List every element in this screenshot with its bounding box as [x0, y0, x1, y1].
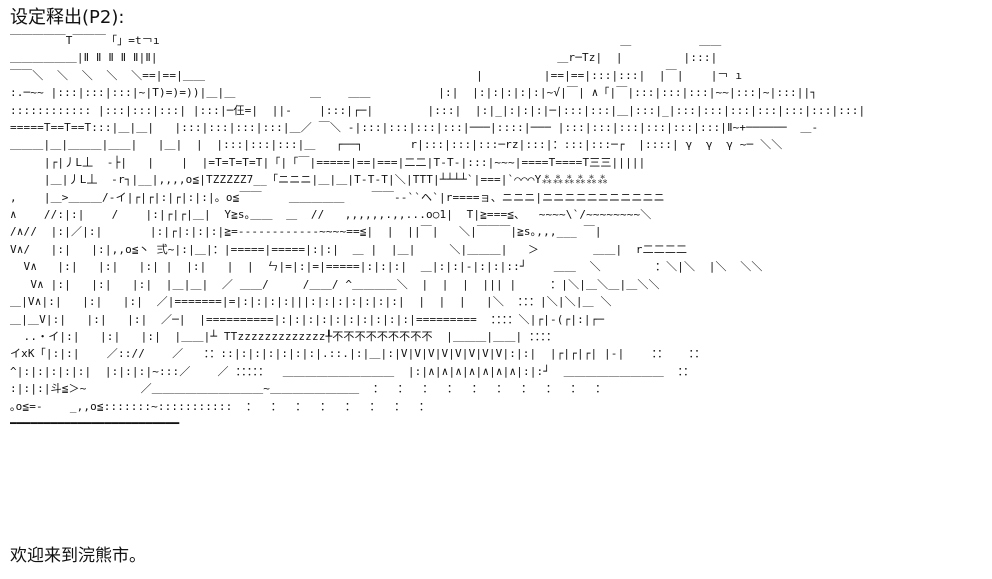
ascii-art-line: , |＿>＿＿＿/-イ|┌|┌|:|┌|:|:|。o≦￣￣ ＿＿＿＿＿ ￣￣‐-…: [10, 190, 665, 204]
ascii-art-line: /∧// |:|／|:| |:|┌|:|:|:|≧=------------~~…: [10, 225, 602, 239]
ascii-art-line: ..・イ|:| |:| |:| |＿＿|┴ TTzzzzzzzzzzzzz╀不不…: [10, 329, 558, 343]
ascii-art-line: =====T==T==T:::|＿|＿| |:::|:::|:::|:::|＿／…: [10, 121, 819, 135]
ascii-art-line: ＿＿＿＿＿＿|Ⅱ Ⅱ Ⅱ Ⅱ Ⅱ|Ⅱ| ＿r─Tz| | |:::|: [10, 51, 718, 65]
ascii-art-line: ￣￣￣￣￣T￣￣￣「」=t￢ı ＿ ＿＿: [10, 34, 722, 47]
ascii-art-line: イxK「|:|:| ／::// ／ ：：::|:|:|:|:|:|:|.::.|…: [10, 347, 706, 361]
caption-text: 欢迎来到浣熊市。: [10, 546, 146, 566]
ascii-art-line: ￣￣＼ ＼ ＼ ＼ ＼==|==|＿＿ | |==|==|:::|:::| |￣…: [10, 68, 743, 82]
ascii-art-line: V∧/ |:| |:|,,o≦丶 弍~|:|＿|：|=====|=====|:|…: [10, 242, 688, 256]
ascii-art-line: |┌|丿L丄 -├| | | |=T=T=T=T|「|「￣|=====|==|=…: [10, 155, 646, 169]
ascii-art-cityscape: ￣￣￣￣￣T￣￣￣「」=t￢ı ＿ ＿＿ ＿＿＿＿＿＿|Ⅱ Ⅱ Ⅱ Ⅱ Ⅱ|Ⅱ|…: [10, 32, 985, 432]
ascii-art-line: ＿|V∧|:| |:| |:| ／|=======|=|:|:|:|:|||:|…: [10, 295, 612, 309]
ascii-art-line: V∧ |:| |:| |:| | |:| | | ㄣ|=|:|=|=====|:…: [10, 260, 763, 274]
ascii-art-line: ＿|＿V|:| |:| |:| ／─| |==========|:|:|:|:|…: [10, 312, 605, 326]
ascii-art-line: |＿|丿L丄 ‐r┐|__|,,,,o≦|TZZZZZ7__「ニニニ|＿|＿|T…: [10, 173, 609, 187]
ascii-art-line: :::::::::::: |:::|:::|:::| |:::|─仼=| ||-…: [10, 103, 866, 117]
ascii-art-line: ━━━━━━━━━━━━━━━━━━━━━━━━━: [10, 416, 180, 430]
ascii-art-line: :|:|:|斗≦＞~ ／＿＿＿＿＿＿＿＿＿＿~＿＿＿＿＿＿＿＿ ： ： ： ： …: [10, 382, 607, 396]
ascii-art-line: ｡o≦=- _,,o≦:::::::~::::::::::: ： ： ： ： ：…: [10, 399, 430, 413]
ascii-art-line: ＿＿＿|＿|＿＿＿|＿＿| |＿| | |:::|:::|:::|＿ ┌──┐ …: [10, 138, 783, 152]
ascii-art-line: ∧ //:|:| / |:|┌|┌|＿| Y≧s｡＿＿ ＿ // ,,,,,,.…: [10, 208, 652, 222]
ascii-art-line: V∧ |:| |:| |:| |＿|＿| ／ ＿＿/ /＿＿/ ^＿＿＿＿＼ |…: [10, 277, 660, 291]
ascii-art-line: :.─~~ |:::|:::|:::|~|T)=)=))|＿|＿ ＿ ＿＿ |:…: [10, 86, 818, 100]
ascii-art-line: ^|:|:|:|:|:| |:|:|:|~:::／ ／ ：：：：： ＿＿＿＿＿＿…: [10, 364, 695, 378]
post-title: 设定释出(P2):: [10, 7, 125, 28]
